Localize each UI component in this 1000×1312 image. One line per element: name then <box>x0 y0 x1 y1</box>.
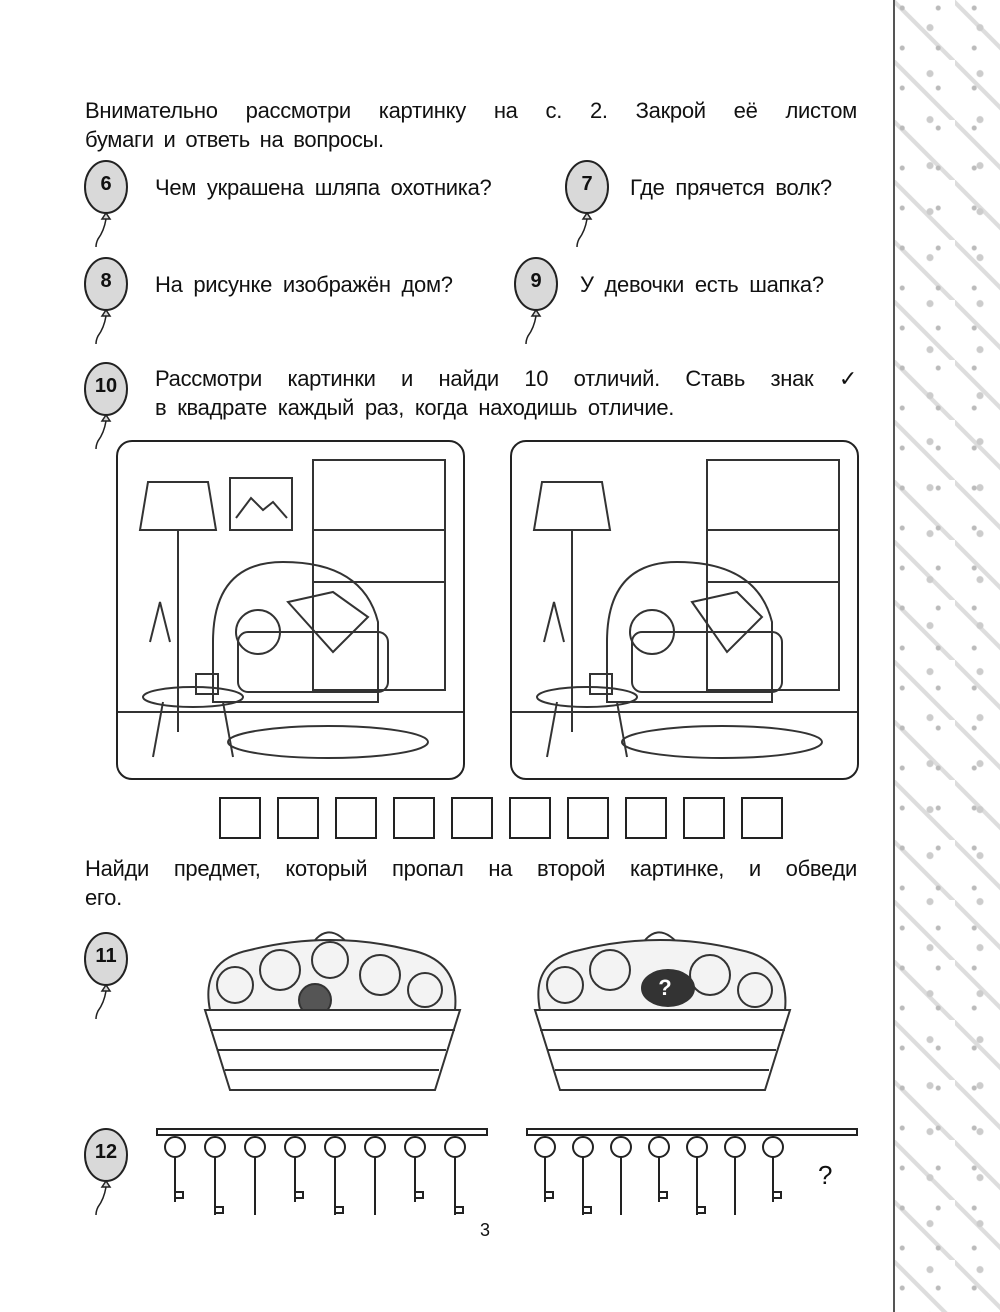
task10-line-2: в квадрате каждый раз, когда находишь от… <box>155 395 675 420</box>
task10-line-1: Рассмотри картинки и найди 10 отличий. С… <box>155 366 857 391</box>
key-icon <box>724 1136 746 1215</box>
key-icon <box>284 1136 306 1202</box>
key-icon <box>534 1136 556 1202</box>
balloon-9: 9 <box>512 257 560 352</box>
question-number: 12 <box>94 1141 118 1163</box>
question-number: 8 <box>100 270 112 292</box>
task11-line-2: его. <box>85 885 122 910</box>
key-icon <box>686 1136 708 1215</box>
balloon-icon <box>84 160 128 248</box>
key-icon <box>164 1136 186 1202</box>
balloon-icon <box>84 257 128 345</box>
balloon-icon <box>84 932 128 1020</box>
question-8-text: На рисунке изображён дом? <box>155 272 453 297</box>
room-picture-1[interactable] <box>116 440 465 780</box>
intro-line-1: Внимательно рассмотри картинку на с. 2. … <box>85 98 857 123</box>
question-7-text: Где прячется волк? <box>630 175 832 200</box>
balloon-12: 12 <box>82 1128 130 1223</box>
difference-checkbox[interactable] <box>277 797 319 839</box>
key-icon <box>244 1136 266 1215</box>
difference-checkbox[interactable] <box>451 797 493 839</box>
difference-checkbox[interactable] <box>509 797 551 839</box>
question-9-text: У девочки есть шапка? <box>580 272 824 297</box>
difference-checkbox[interactable] <box>741 797 783 839</box>
room-picture-2[interactable] <box>510 440 859 780</box>
key-icon <box>364 1136 386 1215</box>
difference-checkbox[interactable] <box>219 797 261 839</box>
key-icon <box>204 1136 226 1215</box>
balloon-6: 6 <box>82 160 130 255</box>
balloon-icon <box>514 257 558 345</box>
difference-checkbox[interactable] <box>683 797 725 839</box>
key-icon <box>762 1136 784 1202</box>
key-icon <box>404 1136 426 1202</box>
balloon-icon <box>84 362 128 450</box>
difference-checkbox[interactable] <box>625 797 667 839</box>
mushroom-basket-2[interactable] <box>520 900 805 1095</box>
question-6-text: Чем украшена шляпа охотника? <box>155 175 492 200</box>
balloon-icon <box>565 160 609 248</box>
key-icon <box>572 1136 594 1215</box>
balloon-10: 10 <box>82 362 130 457</box>
mushroom-basket-1[interactable] <box>190 900 475 1095</box>
question-number: 10 <box>94 375 118 397</box>
question-number: 11 <box>95 945 117 967</box>
key-rack-2[interactable] <box>525 1115 860 1215</box>
balloon-7: 7 <box>563 160 611 255</box>
task11-line-1: Найди предмет, который пропал на второй … <box>85 856 857 881</box>
key-rack-1[interactable] <box>155 1115 490 1215</box>
next-key-question-mark: ? <box>818 1160 833 1190</box>
difference-checkbox[interactable] <box>335 797 377 839</box>
question-number: 7 <box>581 173 593 195</box>
balloon-icon <box>84 1128 128 1216</box>
page-number: 3 <box>480 1220 491 1240</box>
room-illustration <box>118 459 463 759</box>
intro-line-2: бумаги и ответь на вопросы. <box>85 127 384 152</box>
key-icon <box>610 1136 632 1215</box>
room-illustration <box>512 459 857 759</box>
key-icon <box>324 1136 346 1215</box>
question-number: 6 <box>100 173 112 195</box>
missing-item-question-mark: ? <box>658 975 672 1000</box>
key-icon <box>444 1136 466 1215</box>
balloon-8: 8 <box>82 257 130 352</box>
balloon-11: 11 <box>82 932 130 1027</box>
key-icon <box>648 1136 670 1202</box>
question-number: 9 <box>530 270 542 292</box>
difference-checkbox[interactable] <box>393 797 435 839</box>
difference-checkbox[interactable] <box>567 797 609 839</box>
decorative-doodle-border <box>893 0 1000 1312</box>
